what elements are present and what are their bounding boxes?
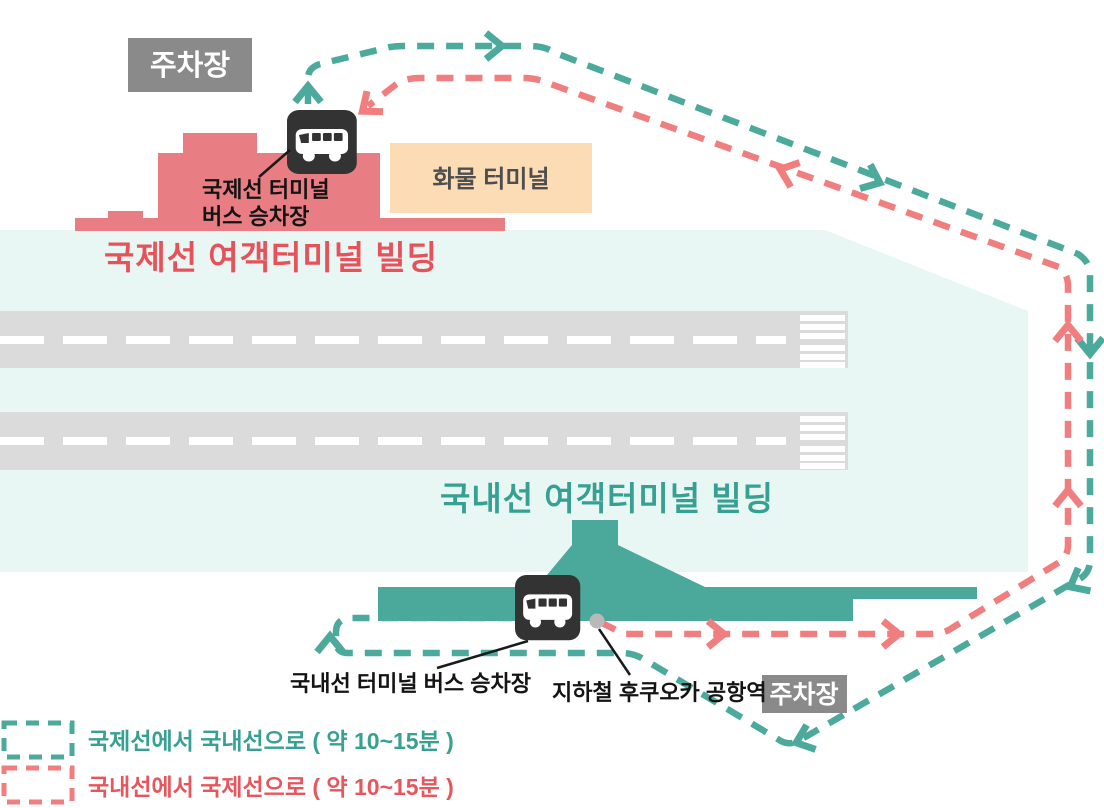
route-intl-to-domestic (292, 30, 1104, 753)
legend: 국제선에서 국내선으로 ( 약 10~15분 ) 국내선에서 국제선으로 ( 약… (1, 720, 454, 805)
intl-bus-stop-icon (287, 110, 357, 174)
tarmac-area (0, 230, 1028, 572)
intl-terminal-building (75, 133, 505, 231)
intl-terminal-title: 국제선 여객터미널 빌딩 (104, 239, 438, 276)
parking-top-label: 주차장 (150, 49, 230, 82)
domestic-bus-stop-label: 국내선 터미널 버스 승차장 (290, 671, 531, 696)
legend-swatch-teal (1, 720, 75, 760)
intl-bus-stop-label-line2: 버스 승차장 (202, 204, 309, 229)
route-intl-to-domestic-arrows (292, 30, 1104, 753)
runway-north (0, 311, 848, 368)
legend-intl-to-domestic-label: 국제선에서 국내선으로 ( 약 10~15분 ) (88, 728, 454, 754)
subway-station-dot-icon (589, 613, 605, 629)
legend-domestic-to-intl-label: 국내선에서 국제선으로 ( 약 10~15분 ) (88, 774, 454, 800)
parking-bottom-label: 주차장 (769, 681, 838, 709)
legend-swatch-red (1, 765, 75, 805)
runway-north-threshold-stripes (800, 315, 845, 368)
leader-lines (258, 149, 632, 676)
runway-south-threshold-stripes (800, 416, 845, 469)
subway-station-label: 지하철 후쿠오카 공항역 (552, 680, 767, 705)
domestic-terminal-building (378, 520, 977, 621)
route-domestic-to-intl-path (366, 74, 1072, 638)
domestic-terminal-title: 국내선 여객터미널 빌딩 (440, 480, 774, 517)
cargo-terminal-label: 화물 터미널 (432, 166, 549, 193)
parking-top: 주차장 (128, 38, 252, 92)
intl-bus-stop-label-line1: 국제선 터미널 (202, 177, 330, 202)
runway-south (0, 412, 848, 470)
route-domestic-to-intl (358, 74, 1084, 650)
domestic-bus-stop-icon (515, 575, 581, 641)
parking-bottom: 주차장 (762, 675, 847, 713)
route-domestic-to-intl-arrows (358, 90, 1084, 650)
cargo-terminal-box (390, 143, 592, 213)
